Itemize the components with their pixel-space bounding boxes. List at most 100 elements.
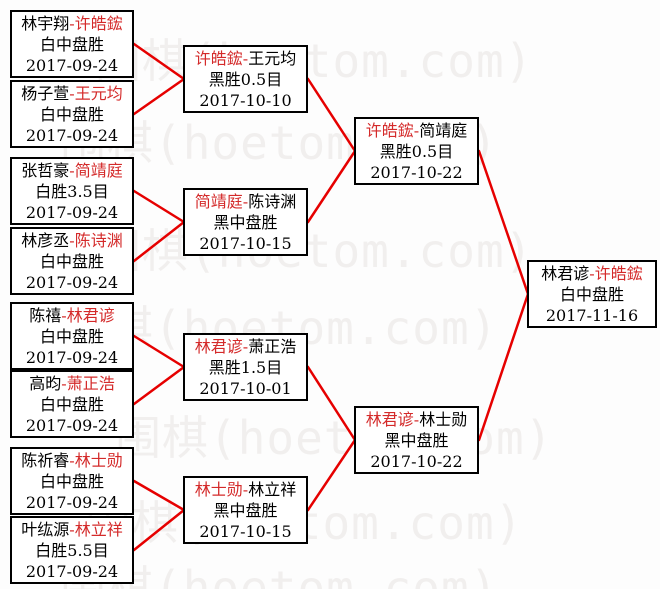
player-name-winner: 林君谚 — [365, 409, 414, 429]
match-separator: - — [69, 230, 75, 250]
match-date: 2017-10-22 — [370, 162, 463, 182]
match-separator: - — [242, 479, 249, 499]
player-name: 林君谚 — [541, 263, 590, 283]
player-name-winner: 林士勋 — [194, 479, 243, 499]
match-separator: - — [69, 160, 75, 180]
connector-line — [132, 479, 186, 512]
match-result: 黑胜0.5目 — [208, 69, 283, 89]
connector-line — [132, 365, 186, 406]
player-name: 萧正浩 — [248, 336, 297, 356]
match-players: 陈禧-林君谚 — [29, 305, 114, 326]
match-result: 白中盘胜 — [39, 34, 104, 54]
match-separator: - — [242, 48, 249, 68]
player-name: 林宇翔 — [21, 13, 70, 33]
match-players: 林君谚-林士勋 — [366, 409, 467, 430]
player-name: 陈祈睿 — [21, 450, 70, 470]
player-name-winner: 林君谚 — [66, 305, 115, 325]
match-result: 白中盘胜 — [39, 394, 104, 414]
match-date: 2017-09-24 — [25, 125, 119, 145]
connector-line — [132, 334, 186, 369]
match-date: 2017-09-24 — [25, 347, 119, 367]
player-name-winner: 许皓鋐 — [365, 120, 414, 140]
connector-line — [306, 149, 357, 224]
match-result: 黑胜0.5目 — [379, 141, 454, 161]
match-result: 白中盘胜 — [39, 326, 104, 346]
connector-line — [132, 508, 186, 552]
player-name-winner: 林士勋 — [74, 450, 123, 470]
player-name-winner: 萧正浩 — [66, 373, 115, 393]
match-players: 张哲豪-简靖庭 — [21, 160, 122, 181]
connector-line — [132, 42, 186, 81]
connector-line — [132, 77, 186, 116]
match-players: 林彦丞-陈诗渊 — [21, 230, 122, 251]
match-date: 2017-09-24 — [25, 55, 119, 75]
match-separator: - — [61, 305, 67, 325]
match-separator: - — [69, 83, 75, 103]
match-result: 黑胜1.5目 — [208, 357, 283, 377]
connector-line — [306, 438, 357, 512]
match-players: 陈祈睿-林士勋 — [21, 450, 122, 471]
player-name: 高昀 — [29, 373, 62, 393]
match-separator: - — [69, 13, 75, 33]
match-date: 2017-10-01 — [199, 378, 292, 398]
match-result: 白中盘胜 — [559, 284, 624, 304]
player-name: 林彦丞 — [21, 230, 70, 250]
match-players: 叶纮源-林立祥 — [21, 519, 122, 540]
player-name-winner: 许皓鋐 — [194, 48, 243, 68]
connector-line — [477, 292, 530, 442]
connector-line — [306, 77, 357, 153]
player-name: 林立祥 — [248, 479, 297, 499]
player-name-winner: 简靖庭 — [194, 191, 243, 211]
match-date: 2017-10-15 — [199, 233, 292, 253]
match-result: 黑中盘胜 — [213, 212, 278, 232]
match-result: 黑中盘胜 — [384, 430, 449, 450]
connector-line — [477, 149, 530, 296]
match-separator: - — [413, 120, 420, 140]
player-name: 简靖庭 — [419, 120, 468, 140]
player-name-winner: 林君谚 — [194, 336, 243, 356]
player-name-winner: 林立祥 — [74, 519, 123, 539]
match-separator: - — [413, 409, 420, 429]
match-date: 2017-10-15 — [199, 521, 292, 541]
player-name-winner: 许皓鋐 — [594, 263, 643, 283]
match-players: 简靖庭-陈诗渊 — [195, 191, 296, 212]
match-date: 2017-10-22 — [370, 451, 463, 471]
match-date: 2017-10-10 — [199, 90, 292, 110]
match-result: 白中盘胜 — [39, 104, 104, 124]
match-players: 林宇翔-许皓鋐 — [21, 13, 122, 34]
watermark-text: 围棋(hoetom.com) — [95, 34, 534, 88]
player-name-winner: 简靖庭 — [74, 160, 123, 180]
match-separator: - — [69, 519, 75, 539]
match-date: 2017-09-24 — [25, 492, 119, 512]
player-name: 叶纮源 — [21, 519, 70, 539]
match-result: 黑中盘胜 — [213, 500, 278, 520]
player-name: 陈禧 — [29, 305, 62, 325]
match-date: 2017-09-24 — [25, 202, 119, 222]
player-name-winner: 王元均 — [74, 83, 123, 103]
match-players: 林士勋-林立祥 — [195, 479, 296, 500]
connector-line — [306, 365, 357, 442]
match-separator: - — [589, 263, 595, 283]
match-players: 林君谚-萧正浩 — [195, 336, 296, 357]
match-date: 2017-09-24 — [25, 561, 119, 581]
match-separator: - — [69, 450, 75, 470]
match-separator: - — [61, 373, 67, 393]
match-result: 白中盘胜 — [39, 251, 104, 271]
